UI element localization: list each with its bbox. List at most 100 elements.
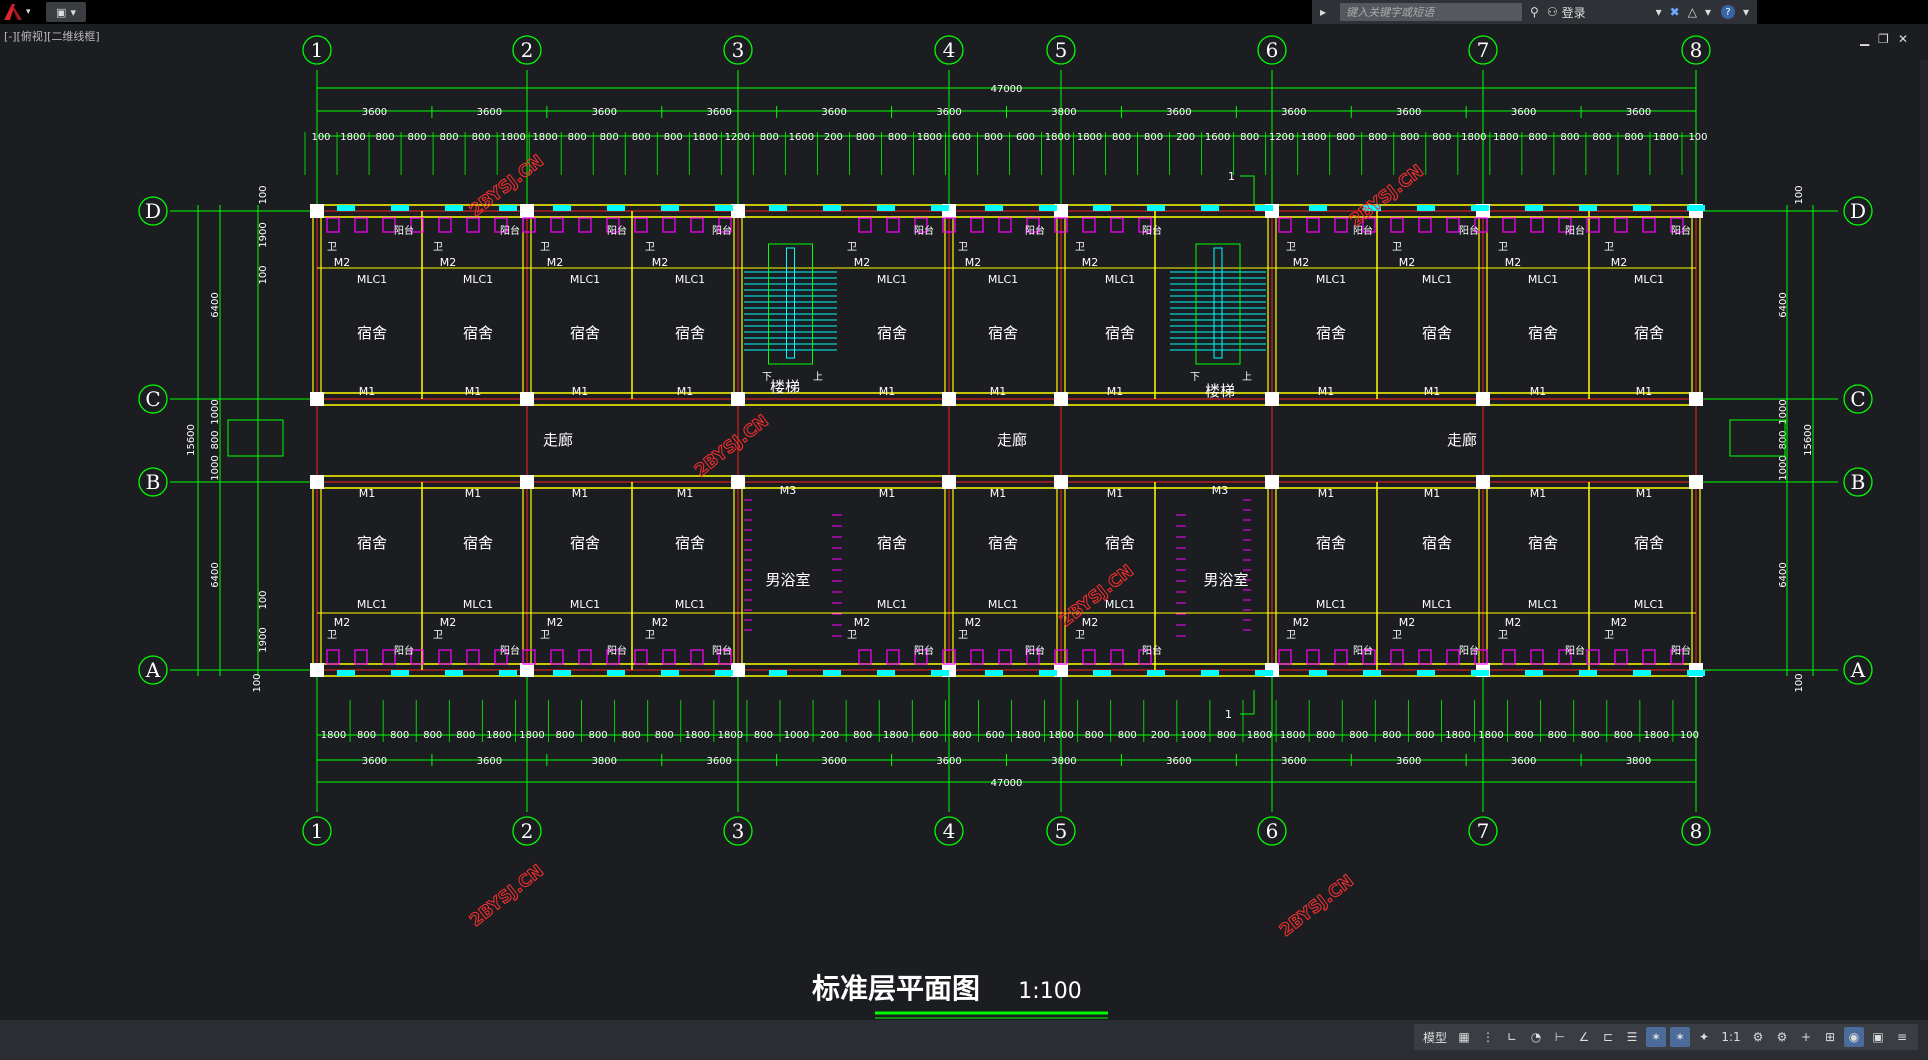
chevron-down-icon: ▾: [26, 7, 31, 17]
minimize-icon[interactable]: ▁: [1860, 32, 1870, 46]
axis-bubble: [1046, 35, 1076, 65]
snap-icon[interactable]: ⋮: [1482, 1030, 1494, 1044]
search-input[interactable]: [1340, 3, 1523, 21]
ortho-icon[interactable]: ∟: [1506, 1030, 1518, 1044]
column: [1054, 392, 1068, 406]
hardware-accel-icon[interactable]: ◉: [1844, 1027, 1864, 1047]
door-label: M2: [547, 256, 564, 269]
watermark: 2BYSJ.CN: [1346, 161, 1428, 231]
fixture: [578, 217, 592, 233]
annotation-visibility-icon[interactable]: ✦: [1698, 1030, 1710, 1044]
chevron-down-icon[interactable]: ▾: [1742, 5, 1749, 19]
fixture: [550, 649, 564, 665]
help-icon[interactable]: ?: [1720, 5, 1735, 19]
vertical-scrollbar[interactable]: [1920, 60, 1928, 960]
menu-icon[interactable]: ≡: [1896, 1030, 1908, 1044]
door-label: M2: [1293, 616, 1310, 629]
dimension-text: 1800: [486, 730, 511, 741]
grid-icon[interactable]: ▦: [1458, 1030, 1470, 1044]
plus-icon[interactable]: +: [1800, 1030, 1812, 1044]
axis-bubble: [512, 816, 542, 846]
annotation-scale-icon[interactable]: ⚙: [1752, 1030, 1764, 1044]
osnap-icon[interactable]: ⊢: [1554, 1030, 1566, 1044]
balcony-label: 阳台: [914, 224, 934, 237]
expand-arrow-icon[interactable]: ▸: [1320, 5, 1327, 19]
dimension-text: 3600: [362, 756, 387, 767]
balcony-label: 阳台: [1671, 224, 1691, 237]
window: [1309, 670, 1327, 676]
clean-screen-icon[interactable]: ▣: [1872, 1030, 1884, 1044]
restore-icon[interactable]: ❐: [1878, 32, 1889, 46]
door-label: M1: [677, 487, 694, 500]
dimension-text: 1000: [1181, 730, 1206, 741]
dimension-text: 800: [1144, 132, 1163, 143]
chevron-down-icon[interactable]: ▾: [1704, 5, 1711, 19]
otrack-icon[interactable]: ∠: [1578, 1030, 1590, 1044]
window: [1525, 670, 1543, 676]
column: [1054, 204, 1068, 218]
dimension-text: 800: [210, 430, 221, 449]
polar-icon[interactable]: ◔: [1530, 1030, 1542, 1044]
dimension-text: 6400: [210, 292, 221, 317]
lineweight-icon[interactable]: ☰: [1626, 1030, 1638, 1044]
login-button[interactable]: 登录: [1561, 5, 1586, 20]
application-menu-button[interactable]: ▾: [2, 2, 42, 22]
window: [1039, 205, 1057, 211]
balcony-label: 阳台: [1025, 644, 1045, 657]
dimension-text: 800: [1581, 730, 1600, 741]
door-label: MLC1: [463, 598, 493, 611]
chevron-down-icon[interactable]: ▾: [1655, 5, 1662, 19]
dimension-text: 1000: [210, 399, 221, 424]
exchange-icon[interactable]: ✖: [1669, 5, 1680, 19]
room-label: 上: [813, 371, 823, 383]
window: [1255, 670, 1273, 676]
dimension-text: 800: [984, 132, 1003, 143]
dimension-text: 800: [555, 730, 574, 741]
axis-label: 8: [1690, 819, 1703, 843]
window: [823, 670, 841, 676]
room-label: 走廊: [997, 431, 1027, 449]
fixture: [1642, 217, 1656, 233]
door-label: M1: [879, 385, 896, 398]
fixture: [1586, 649, 1600, 665]
model-tab[interactable]: 模型: [1422, 1030, 1447, 1045]
dimension-text: 100: [1794, 673, 1805, 692]
binoculars-icon[interactable]: ⚲: [1530, 5, 1539, 19]
column: [1054, 663, 1068, 677]
dimension-text: 800: [754, 730, 773, 741]
a360-icon[interactable]: △: [1687, 5, 1697, 19]
axis-label: 2: [521, 38, 534, 62]
transparency-icon[interactable]: ✶: [1646, 1027, 1666, 1047]
window: [499, 205, 517, 211]
dimension-text: 100: [311, 132, 330, 143]
axis-label: 4: [943, 819, 956, 843]
dimension-text: 3600: [1281, 107, 1306, 118]
dimension-text: 1000: [1778, 399, 1789, 424]
workspace-icon[interactable]: ⚙: [1776, 1030, 1788, 1044]
ucs-icon[interactable]: ⊏: [1602, 1030, 1614, 1044]
annotation-icon[interactable]: ✶: [1670, 1027, 1690, 1047]
fixture: [1670, 649, 1684, 665]
balcony-label: 阳台: [712, 644, 732, 657]
fixture: [1026, 649, 1040, 665]
balcony-label: 阳台: [607, 644, 627, 657]
door-label: M1: [572, 487, 589, 500]
door-label: M1: [359, 385, 376, 398]
balcony-label: 阳台: [394, 644, 414, 657]
dimension-text: 1800: [1301, 132, 1326, 143]
quick-access-toolbar[interactable]: ▣ ▾: [46, 2, 86, 22]
dimension-text: 200: [824, 132, 843, 143]
viewport-controls-label[interactable]: [-][俯视][二维线框]: [4, 30, 100, 43]
fixture: [1054, 649, 1068, 665]
fixture: [998, 649, 1012, 665]
dimension-text: 800: [1624, 132, 1643, 143]
dimension-text: 100: [258, 590, 269, 609]
dimension-text: 800: [1240, 132, 1259, 143]
scale-selector[interactable]: 1:1: [1721, 1030, 1741, 1044]
axis-label: 1: [311, 819, 324, 843]
dimension-text: 1900: [258, 222, 269, 247]
isolate-icon[interactable]: ⊞: [1824, 1030, 1836, 1044]
dimension-text: 3600: [1281, 756, 1306, 767]
close-icon[interactable]: ✕: [1898, 32, 1909, 46]
